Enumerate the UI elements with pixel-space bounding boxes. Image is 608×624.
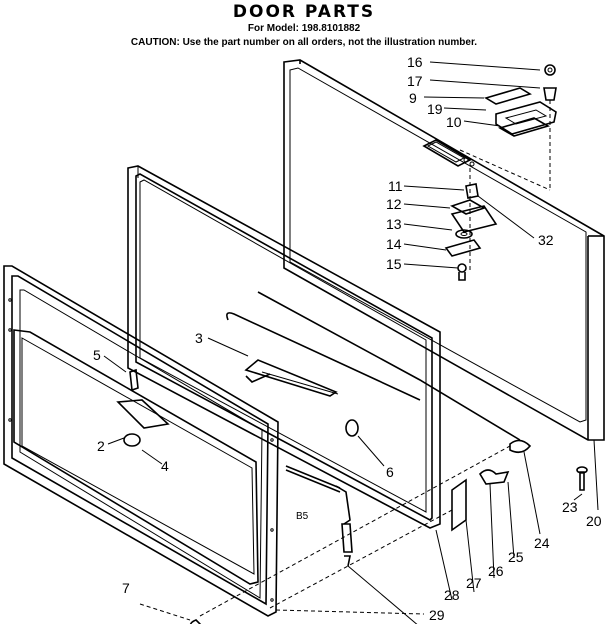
callout-29: 29 [429, 607, 445, 623]
callout-5: 5 [93, 347, 101, 363]
loose-parts [189, 291, 588, 624]
callout-23: 23 [562, 499, 578, 515]
caution-note: CAUTION: Use the part number on all orde… [130, 37, 478, 48]
callout-11: 11 [388, 178, 403, 194]
latch-assembly [444, 64, 557, 281]
callout-17: 17 [407, 73, 423, 89]
callout-B5: B5 [296, 511, 309, 522]
callout-9: 9 [409, 90, 417, 106]
callout-32: 32 [538, 232, 554, 248]
model-number: For Model: 198.8101882 [247, 23, 361, 34]
callout-16: 16 [407, 54, 423, 70]
callout-27: 27 [466, 575, 482, 591]
callout-7: 7 [122, 580, 130, 596]
callout-3: 3 [195, 330, 203, 346]
callout-12: 12 [386, 196, 402, 212]
callout-14: 14 [386, 236, 402, 252]
callout-4: 4 [161, 458, 169, 474]
callout-20: 20 [586, 513, 602, 529]
callout-25: 25 [508, 549, 524, 565]
callout-28: 28 [444, 587, 460, 603]
callout-13: 13 [386, 216, 402, 232]
callout-24: 24 [534, 535, 550, 551]
callout-10: 10 [446, 114, 462, 130]
page-title: DOOR PARTS [232, 2, 376, 22]
callout-2: 2 [97, 438, 105, 454]
leader-lines [103, 61, 599, 624]
door-front-panel [3, 265, 279, 617]
middle-frame [127, 165, 441, 529]
door-back-panel [283, 59, 605, 441]
callout-15: 15 [386, 256, 402, 272]
callout-labels: 16 17 9 19 10 11 12 13 14 15 32 3 5 2 4 … [93, 54, 602, 623]
callout-26: 26 [488, 563, 504, 579]
callout-6: 6 [386, 464, 394, 480]
callout-19: 19 [427, 101, 443, 117]
